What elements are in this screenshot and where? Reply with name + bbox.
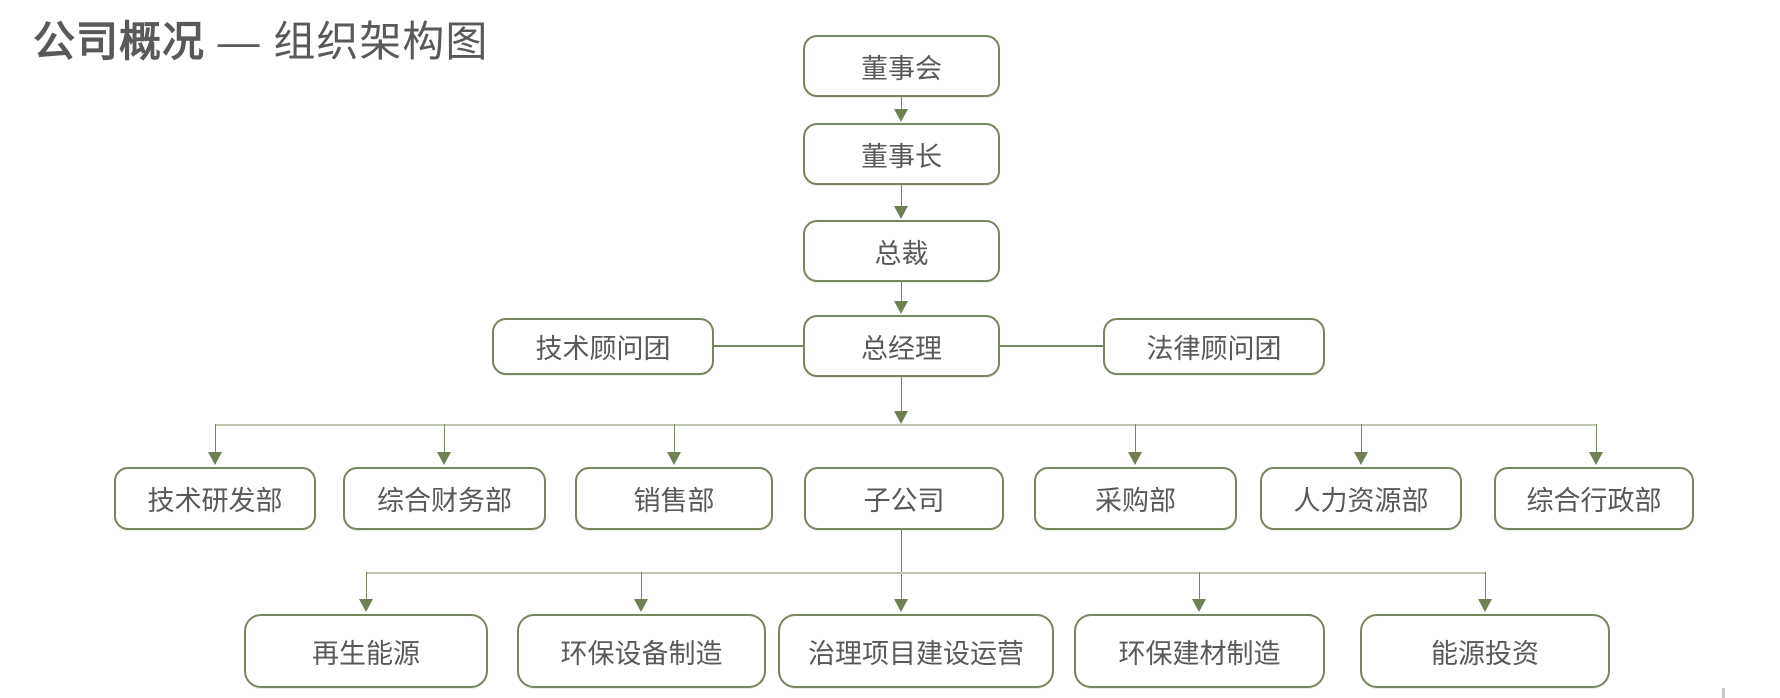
drop-dept-finance-line (443, 424, 445, 453)
connector-subsidiaries-trunk-line (900, 530, 902, 600)
connector-board-chairman-arrowhead (894, 109, 908, 122)
org-node-sub-project-operation[interactable]: 治理项目建设运营 (778, 614, 1054, 688)
org-node-dept-subsidiaries-label: 子公司 (863, 486, 945, 516)
org-node-sub-equipment-mfg-label: 环保设备制造 (560, 638, 723, 669)
drop-dept-finance-arrowhead (437, 452, 451, 465)
drop-dept-hr-arrowhead (1354, 452, 1368, 465)
org-node-dept-procurement[interactable]: 采购部 (1034, 467, 1237, 530)
connector-gm-legal-advisors (1000, 345, 1103, 347)
drop-sub-energy-investment-line (1484, 572, 1486, 600)
drop-dept-sales-arrowhead (667, 452, 681, 465)
drop-dept-sales-line (673, 424, 675, 453)
drop-sub-equipment-mfg-arrowhead (634, 599, 648, 612)
drop-sub-energy-investment-arrowhead (1478, 599, 1492, 612)
org-node-dept-sales-label: 销售部 (633, 486, 715, 516)
connector-chairman-president-line (900, 185, 902, 206)
drop-sub-equipment-mfg-line (640, 572, 642, 600)
org-node-sub-materials-mfg[interactable]: 环保建材制造 (1074, 614, 1325, 688)
drop-sub-renewable-energy-line (365, 572, 367, 600)
org-node-president-label: 总裁 (874, 238, 929, 269)
org-node-general-manager-label: 总经理 (861, 333, 942, 364)
org-node-sub-energy-investment-label: 能源投资 (1431, 638, 1539, 669)
drop-dept-procurement-line (1134, 424, 1136, 453)
org-node-dept-admin-label: 综合行政部 (1526, 486, 1662, 516)
department-bus-line (215, 424, 1597, 426)
org-node-dept-finance-label: 综合财务部 (377, 486, 512, 516)
drop-dept-rd-line (214, 424, 216, 453)
org-node-sub-renewable-energy-label: 再生能源 (312, 638, 420, 669)
org-node-dept-procurement-label: 采购部 (1095, 486, 1176, 516)
org-node-general-manager[interactable]: 总经理 (803, 315, 1000, 377)
org-node-dept-admin[interactable]: 综合行政部 (1494, 467, 1694, 530)
page-title-rest: — 组织架构图 (205, 18, 489, 65)
org-node-board-label: 董事会 (861, 53, 942, 84)
drop-dept-rd-arrowhead (208, 452, 222, 465)
org-node-legal-advisors-label: 法律顾问团 (1146, 334, 1282, 364)
connector-chairman-president-arrowhead (894, 206, 908, 219)
org-node-chairman-label: 董事长 (861, 141, 942, 172)
org-node-dept-hr-label: 人力资源部 (1293, 486, 1429, 516)
drop-dept-procurement-arrowhead (1128, 452, 1142, 465)
org-node-chairman[interactable]: 董事长 (803, 123, 1000, 185)
drop-sub-renewable-energy-arrowhead (359, 599, 373, 612)
org-node-sub-project-operation-label: 治理项目建设运营 (808, 638, 1024, 669)
org-node-legal-advisors[interactable]: 法律顾问团 (1103, 318, 1325, 375)
connector-president-gm-line (900, 281, 902, 301)
connector-board-chairman-line (900, 97, 902, 110)
org-node-dept-subsidiaries[interactable]: 子公司 (804, 467, 1004, 530)
org-node-tech-advisors[interactable]: 技术顾问团 (492, 318, 714, 375)
connector-gm-bus-arrowhead (894, 411, 908, 424)
org-node-sub-renewable-energy[interactable]: 再生能源 (244, 614, 488, 688)
drop-sub-materials-mfg-line (1198, 572, 1200, 600)
org-node-dept-rd-label: 技术研发部 (147, 486, 283, 516)
page-title: 公司概况 — 组织架构图 (33, 8, 488, 69)
connector-president-gm-arrowhead (894, 301, 908, 314)
org-node-dept-sales[interactable]: 销售部 (575, 467, 773, 530)
org-node-board[interactable]: 董事会 (803, 35, 1000, 97)
org-node-sub-energy-investment[interactable]: 能源投资 (1360, 614, 1610, 688)
page-title-bold: 公司概况 (33, 18, 206, 65)
org-node-sub-equipment-mfg[interactable]: 环保设备制造 (517, 614, 766, 688)
drop-dept-admin-line (1595, 424, 1597, 453)
org-node-tech-advisors-label: 技术顾问团 (535, 334, 671, 364)
connector-gm-bus-line (900, 377, 902, 412)
org-node-president[interactable]: 总裁 (803, 220, 1000, 282)
connector-subsidiaries-trunk-arrowhead (894, 599, 908, 612)
scrollbar-thumb[interactable] (1722, 688, 1725, 698)
drop-dept-admin-arrowhead (1589, 452, 1603, 465)
org-node-dept-finance[interactable]: 综合财务部 (343, 467, 546, 530)
org-node-sub-materials-mfg-label: 环保建材制造 (1118, 638, 1281, 669)
org-node-dept-rd[interactable]: 技术研发部 (114, 467, 316, 530)
connector-gm-tech-advisors (714, 345, 803, 347)
drop-sub-materials-mfg-arrowhead (1192, 599, 1206, 612)
subsidiary-bus-line (366, 572, 1485, 574)
org-node-dept-hr[interactable]: 人力资源部 (1260, 467, 1462, 530)
drop-dept-hr-line (1360, 424, 1362, 453)
